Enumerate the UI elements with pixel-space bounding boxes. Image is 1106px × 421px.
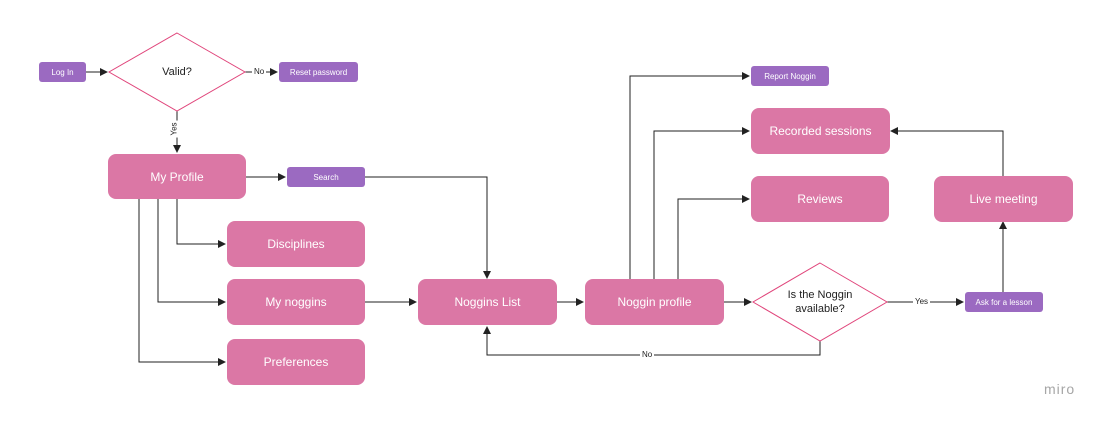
edge-label-no-reset: No (252, 67, 267, 77)
available-line2: available? (795, 303, 845, 315)
edge-profile-mynoggins (157, 199, 226, 306)
edge-search-list (365, 176, 491, 279)
login-node[interactable]: Log In (39, 62, 86, 82)
ask-lesson-node[interactable]: Ask for a lesson (965, 292, 1043, 312)
edge-live-recorded (890, 127, 1004, 176)
available-diamond (752, 262, 888, 342)
edge-profile-disciplines (176, 199, 226, 248)
reviews-node[interactable]: Reviews (751, 176, 889, 222)
edge-label-yes-lesson: Yes (913, 297, 931, 307)
edge-profile-reviews (677, 195, 750, 279)
live-meeting-node[interactable]: Live meeting (934, 176, 1073, 222)
my-profile-node[interactable]: My Profile (108, 154, 246, 199)
recorded-sessions-node[interactable]: Recorded sessions (751, 108, 890, 154)
available-line1: Is the Noggin (787, 289, 853, 301)
edge-label-yes-profile: Yes (169, 120, 180, 138)
edge-profile-recorded (653, 127, 750, 279)
valid-diamond (107, 32, 247, 112)
edge-profile-preferences (138, 199, 226, 366)
my-noggins-node[interactable]: My noggins (227, 279, 365, 325)
noggins-list-node[interactable]: Noggins List (418, 279, 557, 325)
search-node[interactable]: Search (287, 167, 365, 187)
valid-decision-label: Valid? (162, 66, 192, 78)
disciplines-node[interactable]: Disciplines (227, 221, 365, 267)
report-noggin-node[interactable]: Report Noggin (751, 66, 829, 86)
available-decision-label: Is the Noggin available? (770, 288, 870, 316)
edge-label-no-list: No (640, 350, 655, 360)
preferences-node[interactable]: Preferences (227, 339, 365, 385)
noggin-profile-node[interactable]: Noggin profile (585, 279, 724, 325)
edge-profile-report (629, 72, 750, 279)
reset-password-node[interactable]: Reset password (279, 62, 358, 82)
miro-watermark: miro (1044, 381, 1076, 397)
